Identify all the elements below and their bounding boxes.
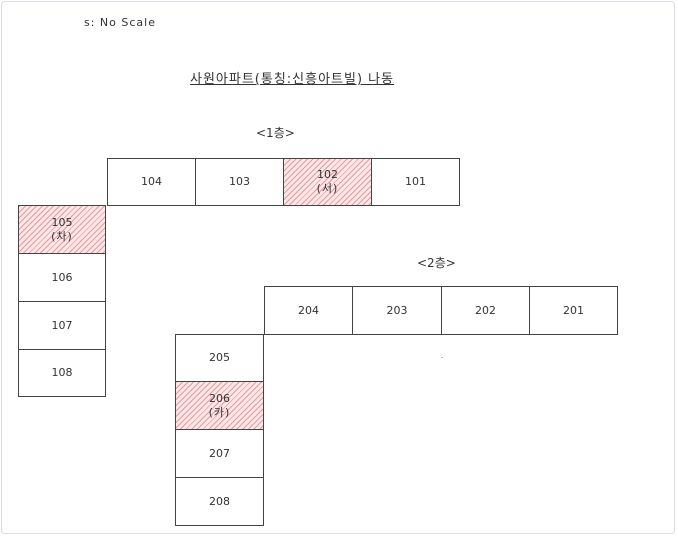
unit-number: 204 — [298, 303, 319, 317]
unit-number: 205 — [209, 351, 230, 364]
unit-103[interactable]: 103 — [195, 158, 284, 206]
floor-2-label: <2층> — [417, 256, 456, 270]
unit-number: 101 — [405, 175, 426, 188]
unit-105[interactable]: 105 (차) — [18, 205, 106, 254]
unit-number: 201 — [563, 303, 584, 317]
unit-202[interactable]: 202 — [441, 286, 530, 335]
unit-204[interactable]: 204 — [264, 286, 353, 335]
unit-205[interactable]: 205 — [175, 334, 264, 382]
unit-number: 103 — [229, 175, 250, 188]
unit-number: 202 — [475, 303, 496, 317]
unit-207[interactable]: 207 — [175, 429, 264, 478]
unit-number: 107 — [51, 318, 73, 332]
unit-number: 105 — [51, 215, 73, 229]
unit-206[interactable]: 206 (카) — [175, 381, 264, 430]
unit-number: 206 — [209, 391, 230, 405]
diagram-title: 사원아파트(통칭:신흥아트빌) 나동 — [190, 72, 395, 87]
unit-101[interactable]: 101 — [371, 158, 460, 206]
unit-number: 104 — [141, 175, 162, 188]
unit-104[interactable]: 104 — [107, 158, 196, 206]
unit-208[interactable]: 208 — [175, 477, 264, 526]
unit-tag: (카) — [208, 405, 231, 419]
unit-108[interactable]: 108 — [18, 349, 106, 397]
unit-102[interactable]: 102 (서) — [283, 158, 372, 206]
unit-tag: (서) — [316, 182, 339, 195]
unit-107[interactable]: 107 — [18, 301, 106, 350]
unit-201[interactable]: 201 — [529, 286, 618, 335]
stray-dot — [441, 357, 443, 358]
unit-number: 102 — [317, 168, 338, 181]
unit-number: 108 — [51, 366, 73, 379]
unit-106[interactable]: 106 — [18, 253, 106, 302]
unit-number: 106 — [51, 270, 73, 284]
scale-note: s: No Scale — [84, 16, 156, 29]
unit-203[interactable]: 203 — [352, 286, 442, 335]
unit-number: 203 — [386, 303, 408, 317]
unit-number: 208 — [209, 494, 230, 508]
floor-1-label: <1층> — [256, 126, 295, 140]
unit-tag: (차) — [51, 229, 73, 243]
unit-number: 207 — [209, 446, 230, 460]
